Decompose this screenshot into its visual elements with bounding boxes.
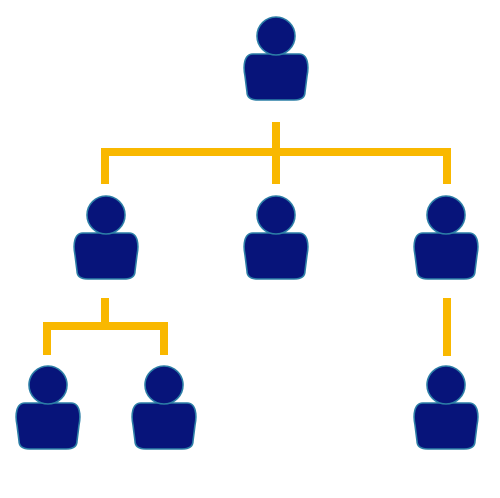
person-icon-level-2-right [413, 195, 479, 280]
person-icon-level-3-right [413, 365, 479, 450]
person-icon-level-3-left-a [15, 365, 81, 450]
person-icon-level-2-center [243, 195, 309, 280]
person-icon-level-3-left-b [131, 365, 197, 450]
person-icon-level-2-left [73, 195, 139, 280]
connectors [43, 122, 451, 356]
person-icon-level-1 [243, 16, 309, 101]
